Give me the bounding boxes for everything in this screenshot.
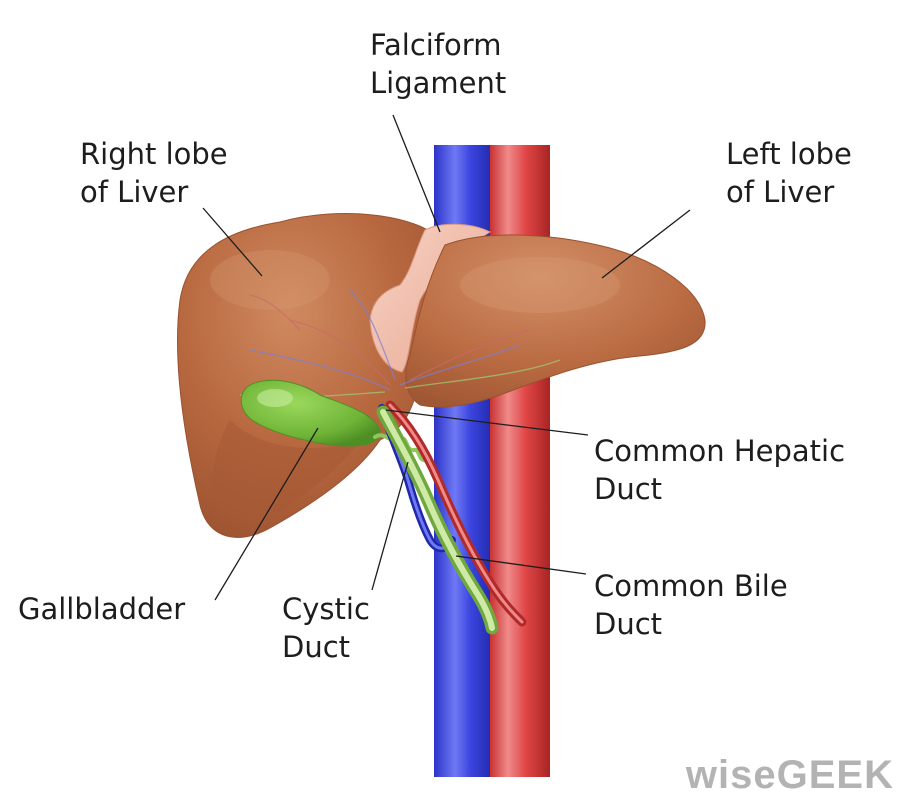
label-common-bile-line2: Duct bbox=[594, 607, 663, 641]
label-right-lobe-line1: Right lobe bbox=[80, 137, 228, 171]
label-common-hepatic-duct: Common Hepatic Duct bbox=[594, 432, 845, 508]
leader-common-hepatic bbox=[385, 409, 589, 436]
watermark-logo: wiseGEEK bbox=[685, 753, 894, 797]
label-left-lobe: Left lobe of Liver bbox=[726, 135, 852, 211]
leader-common-bile bbox=[455, 555, 587, 575]
leader-right-lobe bbox=[202, 207, 263, 277]
label-right-lobe: Right lobe of Liver bbox=[80, 135, 228, 211]
liver-highlight-right bbox=[210, 250, 330, 310]
label-falciform-line2: Ligament bbox=[370, 66, 507, 100]
liver-highlight bbox=[460, 257, 620, 313]
label-falciform-ligament: Falciform Ligament bbox=[370, 26, 506, 102]
gallbladder-highlight bbox=[257, 389, 293, 407]
label-common-bile-line1: Common Bile bbox=[594, 569, 788, 603]
leader-falciform bbox=[392, 114, 441, 233]
right-lobe-underside bbox=[212, 420, 360, 524]
label-left-lobe-line2: of Liver bbox=[726, 175, 835, 209]
left-lobe bbox=[405, 234, 706, 408]
label-common-hepatic-line1: Common Hepatic bbox=[594, 434, 846, 468]
label-gallbladder-text: Gallbladder bbox=[18, 592, 186, 626]
leader-lines bbox=[202, 114, 691, 601]
label-common-hepatic-line2: Duct bbox=[594, 472, 663, 506]
leader-gallbladder bbox=[214, 427, 319, 601]
label-cystic-line2: Duct bbox=[282, 630, 351, 664]
label-cystic-duct: Cystic Duct bbox=[282, 590, 370, 666]
label-right-lobe-line2: of Liver bbox=[80, 175, 189, 209]
leader-left-lobe bbox=[601, 209, 691, 279]
falciform-ligament bbox=[369, 223, 492, 373]
label-common-bile-duct: Common Bile Duct bbox=[594, 567, 788, 643]
leader-cystic bbox=[371, 461, 409, 591]
label-gallbladder: Gallbladder bbox=[18, 590, 185, 628]
liver-vessels bbox=[239, 289, 561, 398]
label-cystic-line1: Cystic bbox=[282, 592, 370, 626]
label-left-lobe-line1: Left lobe bbox=[726, 137, 852, 171]
label-falciform-line1: Falciform bbox=[370, 28, 502, 62]
